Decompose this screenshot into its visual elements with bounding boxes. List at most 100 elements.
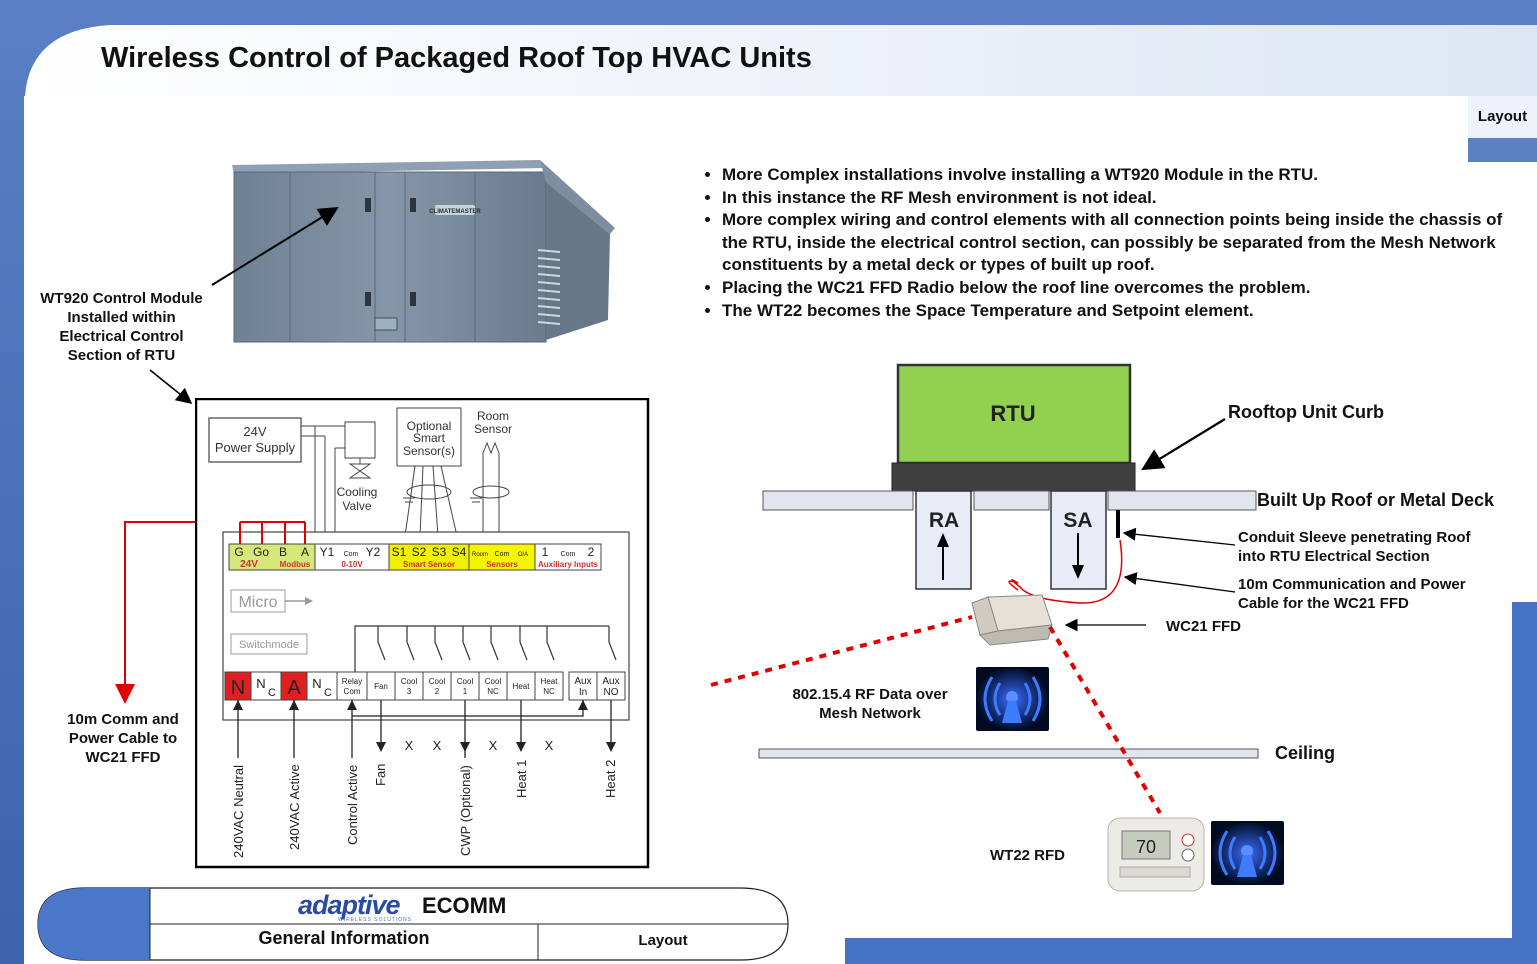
svg-text:240VAC Active: 240VAC Active <box>287 764 302 850</box>
svg-text:S1: S1 <box>392 545 407 559</box>
svg-text:X: X <box>433 738 442 753</box>
svg-text:CWP (Optional): CWP (Optional) <box>458 765 473 856</box>
svg-text:Heat 2: Heat 2 <box>603 760 618 798</box>
svg-text:S4: S4 <box>452 545 467 559</box>
svg-text:S3: S3 <box>432 545 447 559</box>
svg-text:N: N <box>312 676 321 691</box>
ecomm-label: ECOMM <box>422 893 507 918</box>
bullet-item: More Complex installations involve insta… <box>722 164 1522 187</box>
installation-section: 70 RTU RA SA <box>710 363 1284 892</box>
bullet-item: In this instance the RF Mesh environment… <box>722 187 1522 210</box>
page-title: Wireless Control of Packaged Roof Top HV… <box>101 42 812 74</box>
svg-text:A: A <box>287 677 301 699</box>
svg-text:Control Active: Control Active <box>345 765 360 845</box>
svg-text:C: C <box>268 687 276 699</box>
svg-text:Switchmode: Switchmode <box>239 639 299 651</box>
svg-text:X: X <box>545 738 554 753</box>
svg-text:Sensor(s): Sensor(s) <box>403 444 455 458</box>
rtu-label: RTU <box>990 401 1035 426</box>
svg-text:Go: Go <box>253 545 269 559</box>
rtu-brand-label: CLIMATEMASTER <box>429 209 481 215</box>
footer-logo: adaptive WIRELESS SOLUTIONS ECOMM <box>298 890 528 923</box>
rtu-unit-image: CLIMATEMASTER <box>232 160 615 343</box>
ceiling-label: Ceiling <box>1275 743 1336 763</box>
layout-tab[interactable]: Layout <box>1468 96 1537 162</box>
svg-text:Room: Room <box>477 409 509 423</box>
bullet-list: More Complex installations involve insta… <box>696 164 1522 322</box>
svg-text:Auxiliary Inputs: Auxiliary Inputs <box>538 560 599 569</box>
footer-page: Layout <box>638 932 688 949</box>
wt22-label: WT22 RFD <box>990 847 1065 864</box>
svg-text:C: C <box>324 687 332 699</box>
svg-text:Heat: Heat <box>513 682 531 691</box>
roof-label: Built Up Roof or Metal Deck <box>1257 490 1495 510</box>
svg-text:240VAC Neutral: 240VAC Neutral <box>231 765 246 858</box>
svg-text:Cool: Cool <box>429 677 446 686</box>
svg-text:Heat 1: Heat 1 <box>514 760 529 798</box>
svg-text:Valve: Valve <box>342 499 371 513</box>
svg-text:Y2: Y2 <box>366 545 381 559</box>
svg-text:Power Supply: Power Supply <box>215 440 296 455</box>
brand-wordmark: adaptive <box>298 890 401 920</box>
svg-text:24V: 24V <box>240 559 258 570</box>
svg-text:NO: NO <box>604 687 619 698</box>
ra-label: RA <box>929 509 959 532</box>
brand-subtitle: WIRELESS SOLUTIONS <box>338 917 413 923</box>
svg-text:A: A <box>301 545 309 559</box>
svg-text:N: N <box>231 677 245 699</box>
svg-text:Cool: Cool <box>485 677 502 686</box>
svg-text:O/A: O/A <box>518 552 528 558</box>
svg-text:Y1: Y1 <box>320 545 335 559</box>
svg-text:X: X <box>489 738 498 753</box>
bullet-item: More complex wiring and control elements… <box>722 209 1522 277</box>
svg-text:N: N <box>256 676 265 691</box>
svg-text:1: 1 <box>542 545 549 559</box>
thermostat-display: 70 <box>1136 837 1156 857</box>
svg-text:Aux: Aux <box>574 676 591 687</box>
sa-label: SA <box>1063 509 1092 532</box>
svg-text:Relay: Relay <box>342 677 362 686</box>
svg-text:Com: Com <box>495 551 510 558</box>
svg-text:Cool: Cool <box>457 677 474 686</box>
svg-text:Smart: Smart <box>413 431 446 445</box>
wc21-label: WC21 FFD <box>1166 618 1241 635</box>
svg-text:24V: 24V <box>243 424 266 439</box>
svg-text:2: 2 <box>435 687 440 696</box>
svg-text:Optional: Optional <box>407 419 452 433</box>
svg-text:Fan: Fan <box>373 764 388 786</box>
svg-text:NC: NC <box>487 687 499 696</box>
svg-text:2: 2 <box>588 545 595 559</box>
svg-text:X: X <box>405 738 414 753</box>
svg-text:3: 3 <box>407 687 412 696</box>
svg-text:Smart Sensor: Smart Sensor <box>403 560 455 569</box>
footer-section: General Information <box>258 928 430 948</box>
svg-text:0-10V: 0-10V <box>341 560 363 569</box>
svg-text:In: In <box>579 687 587 698</box>
svg-text:NC: NC <box>543 687 555 696</box>
svg-text:1: 1 <box>463 687 468 696</box>
wiring-diagram: 24V Power Supply Cooling Valve Optional … <box>195 398 650 869</box>
bullet-item: Placing the WC21 FFD Radio below the roo… <box>722 277 1522 300</box>
svg-text:Cooling: Cooling <box>337 485 378 499</box>
svg-text:Aux: Aux <box>602 676 619 687</box>
svg-text:Cool: Cool <box>401 677 418 686</box>
svg-text:Room: Room <box>472 552 488 558</box>
svg-text:G: G <box>234 545 243 559</box>
svg-text:B: B <box>279 545 287 559</box>
svg-text:Fan: Fan <box>374 682 388 691</box>
bullet-item: The WT22 becomes the Space Temperature a… <box>722 300 1522 323</box>
curb-label: Rooftop Unit Curb <box>1228 402 1384 422</box>
svg-text:Com: Com <box>561 551 576 558</box>
svg-text:S2: S2 <box>412 545 427 559</box>
svg-text:Sensor: Sensor <box>474 422 512 436</box>
svg-text:Modbus: Modbus <box>280 560 311 569</box>
svg-text:Heat: Heat <box>541 677 559 686</box>
svg-text:Micro: Micro <box>238 594 277 611</box>
svg-text:Com: Com <box>344 687 361 696</box>
